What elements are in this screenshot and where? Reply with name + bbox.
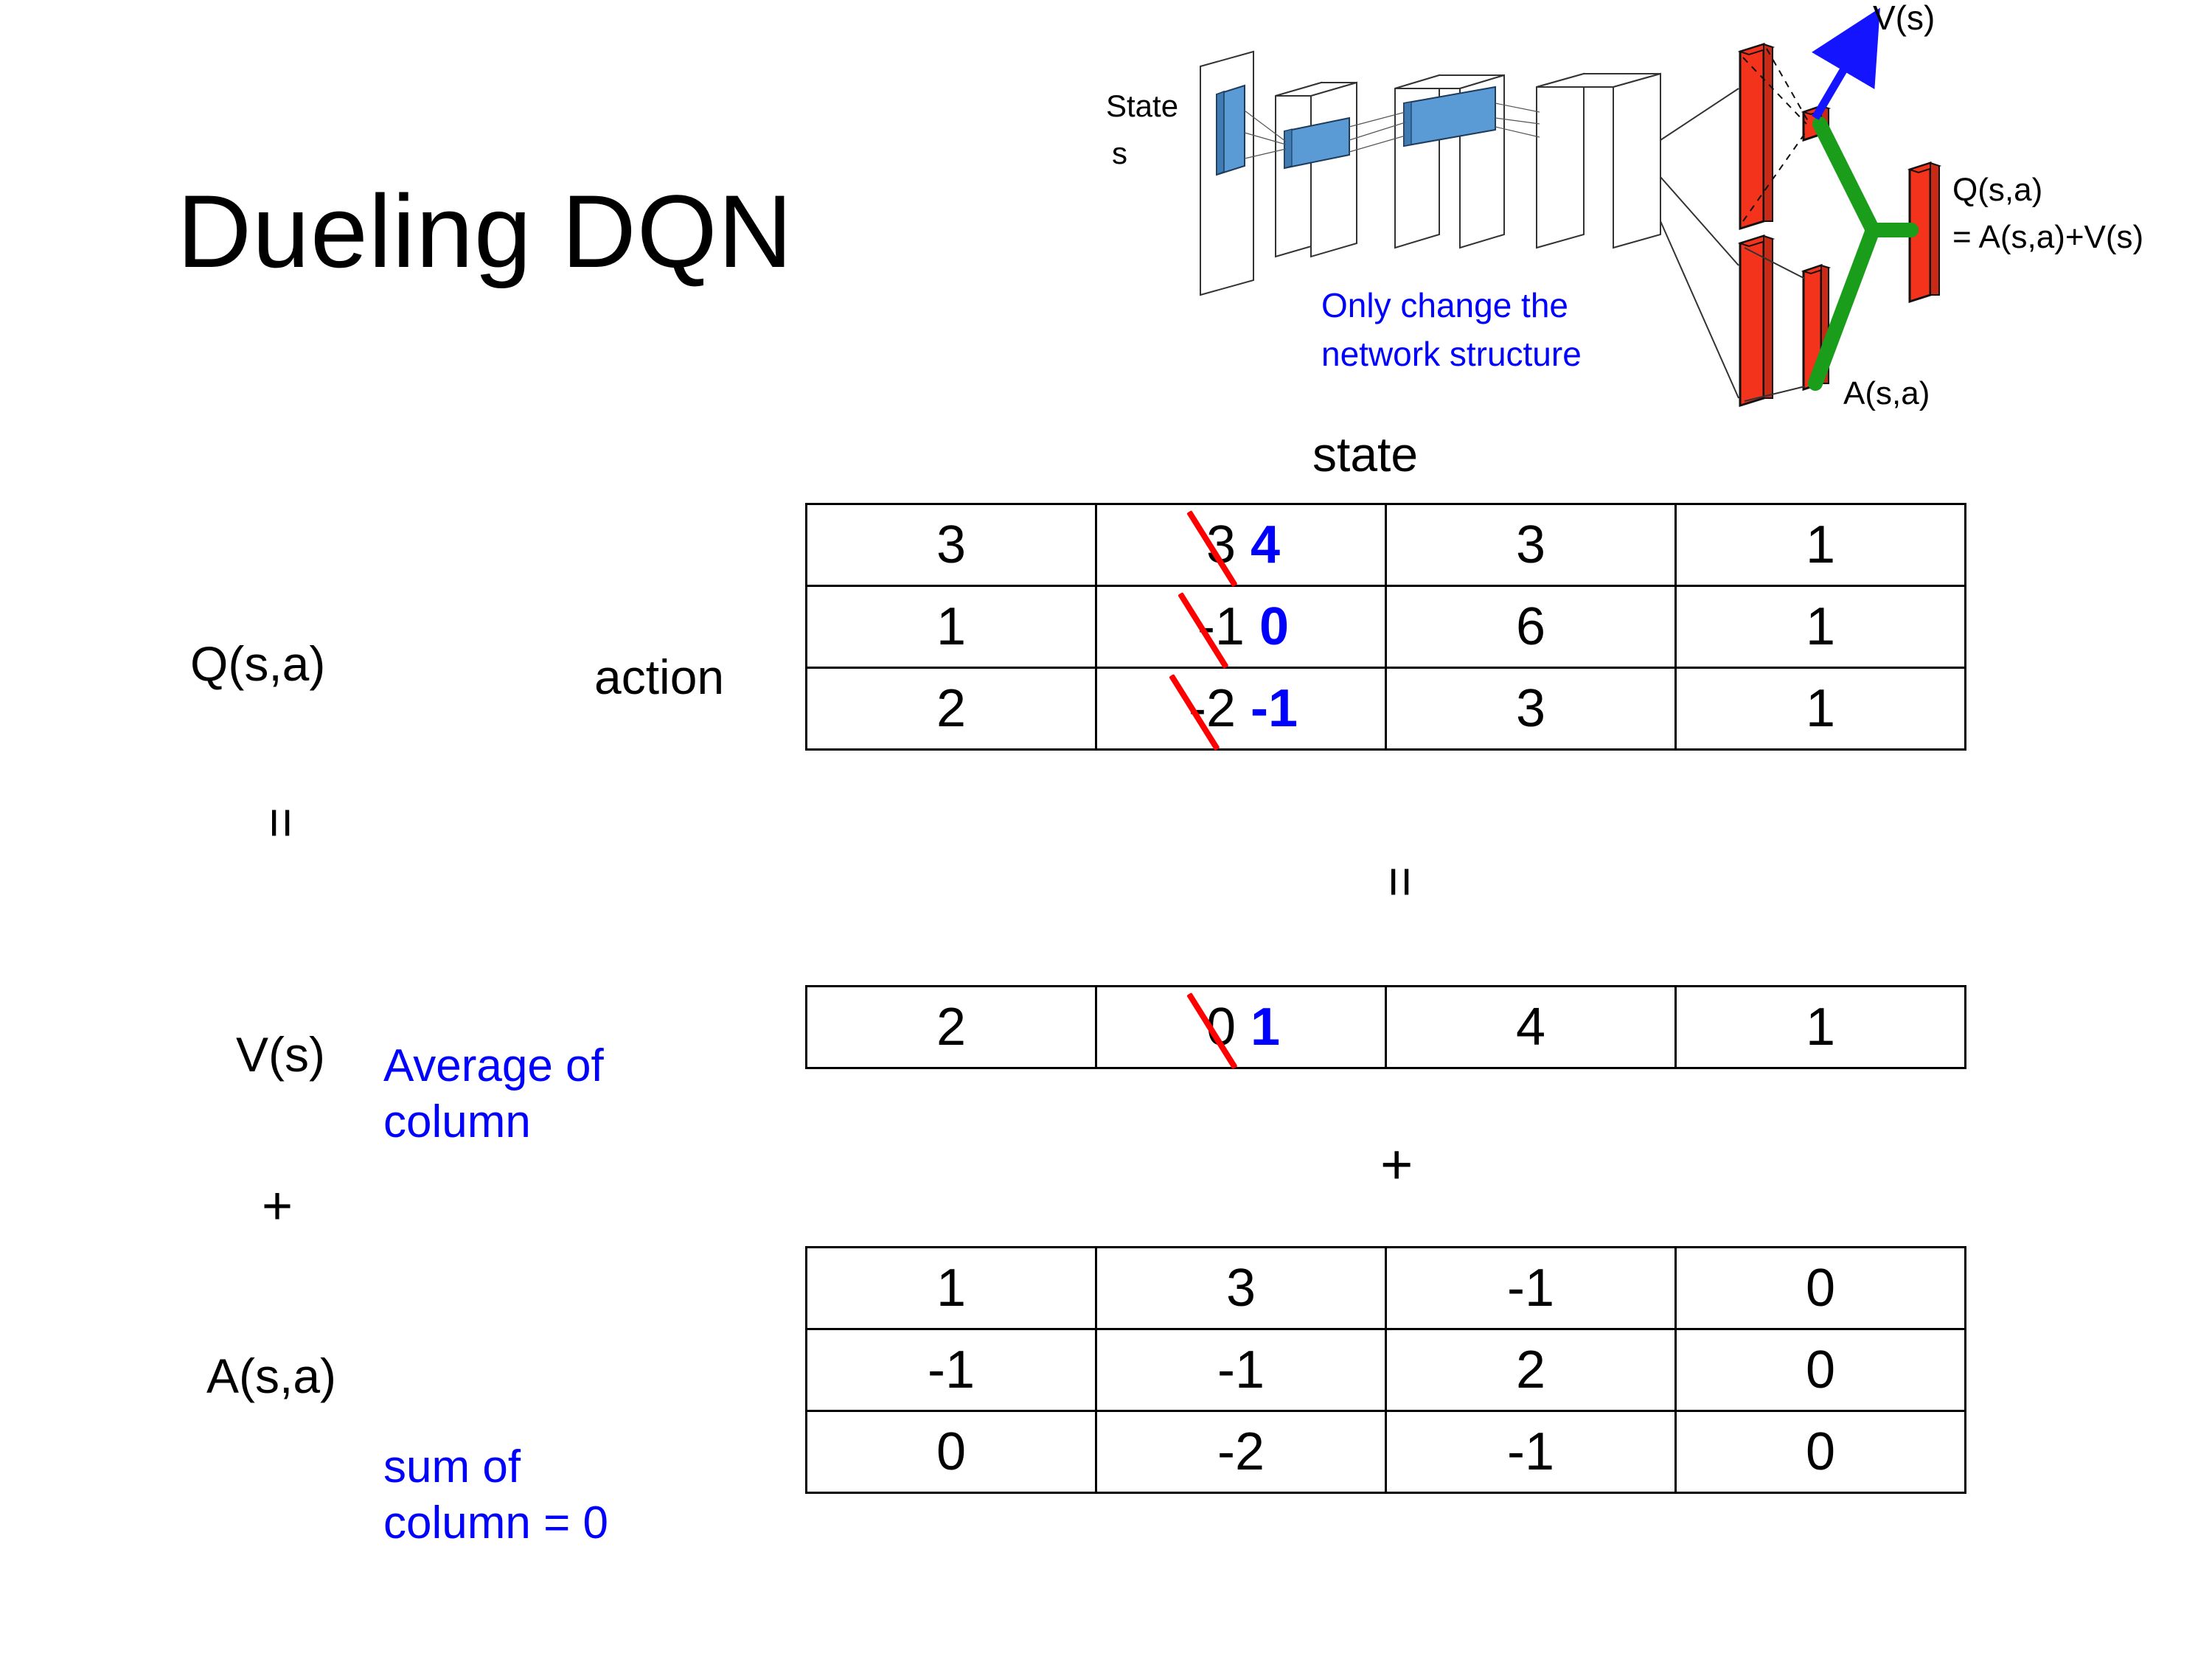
plus-operator-left: + — [262, 1177, 293, 1236]
table-cell: 3 — [805, 503, 1097, 587]
struck-value: -1 — [1193, 597, 1249, 657]
table-cell: 1 — [1674, 985, 1966, 1069]
table-cell: 0 — [1674, 1246, 1966, 1330]
corrected-value: 0 — [1259, 597, 1290, 656]
diagram-q-label-line2: = A(s,a)+V(s) — [1952, 219, 2143, 255]
diagram-caption-line2: network structure — [1321, 335, 1582, 373]
struck-value: 3 — [1202, 515, 1240, 575]
table-cell: 3 — [1095, 1246, 1387, 1330]
struck-value: -2 — [1184, 678, 1240, 739]
table-cell: -2 — [1095, 1410, 1387, 1494]
table-cell: -1 — [805, 1328, 1097, 1412]
corrected-value: 4 — [1251, 515, 1281, 574]
table-cell: 2 — [805, 985, 1097, 1069]
state-axis-label: state — [1312, 427, 1419, 481]
diagram-caption-line1: Only change the — [1321, 286, 1568, 324]
table-cell: 0 — [1674, 1410, 1966, 1494]
corrected-value: 1 — [1251, 998, 1281, 1057]
average-of-column-note: Average of column — [383, 1040, 604, 1147]
q-function-label: Q(s,a) — [190, 636, 326, 691]
diagram-a-label: A(s,a) — [1843, 375, 1930, 411]
action-axis-label: action — [594, 650, 725, 704]
diagram-q-label-line1: Q(s,a) — [1952, 172, 2042, 208]
table-cell: 1 — [805, 1246, 1097, 1330]
table-cell: 0 — [1674, 1328, 1966, 1412]
table-cell: -1 — [1385, 1246, 1677, 1330]
table-cell: 2 — [805, 667, 1097, 751]
page-title: Dueling DQN — [177, 173, 793, 289]
diagram-state-label: State — [1106, 88, 1178, 123]
equals-operator-middle: = — [1371, 866, 1430, 898]
plus-operator-middle: + — [1380, 1133, 1413, 1196]
corrected-value: -1 — [1251, 679, 1298, 738]
table-cell: 3 — [1385, 667, 1677, 751]
struck-value: 0 — [1202, 997, 1240, 1057]
table-cell: 0 — [805, 1410, 1097, 1494]
table-cell: 1 — [1674, 585, 1966, 669]
table-cell: 4 — [1385, 985, 1677, 1069]
table-cell: 1 — [1674, 503, 1966, 587]
table-cell: 2 — [1385, 1328, 1677, 1412]
table-cell: -1 — [1095, 1328, 1387, 1412]
diagram-state-sub: s — [1112, 136, 1127, 170]
table-cell: -2-1 — [1095, 667, 1387, 751]
a-function-label: A(s,a) — [206, 1349, 337, 1403]
v-function-label: V(s) — [236, 1027, 325, 1082]
diagram-v-label: V(s) — [1873, 0, 1935, 37]
table-cell: 1 — [805, 585, 1097, 669]
table-cell: 1 — [1674, 667, 1966, 751]
table-cell: 3 — [1385, 503, 1677, 587]
sum-of-column-note: sum of column = 0 — [383, 1441, 609, 1548]
table-cell: -1 — [1385, 1410, 1677, 1494]
dueling-network-diagram: State s V(s) A(s,a) Q(s,a) = A(s,a)+V(s)… — [1106, 0, 2212, 413]
equals-operator-left: = — [251, 807, 311, 839]
table-cell: 6 — [1385, 585, 1677, 669]
